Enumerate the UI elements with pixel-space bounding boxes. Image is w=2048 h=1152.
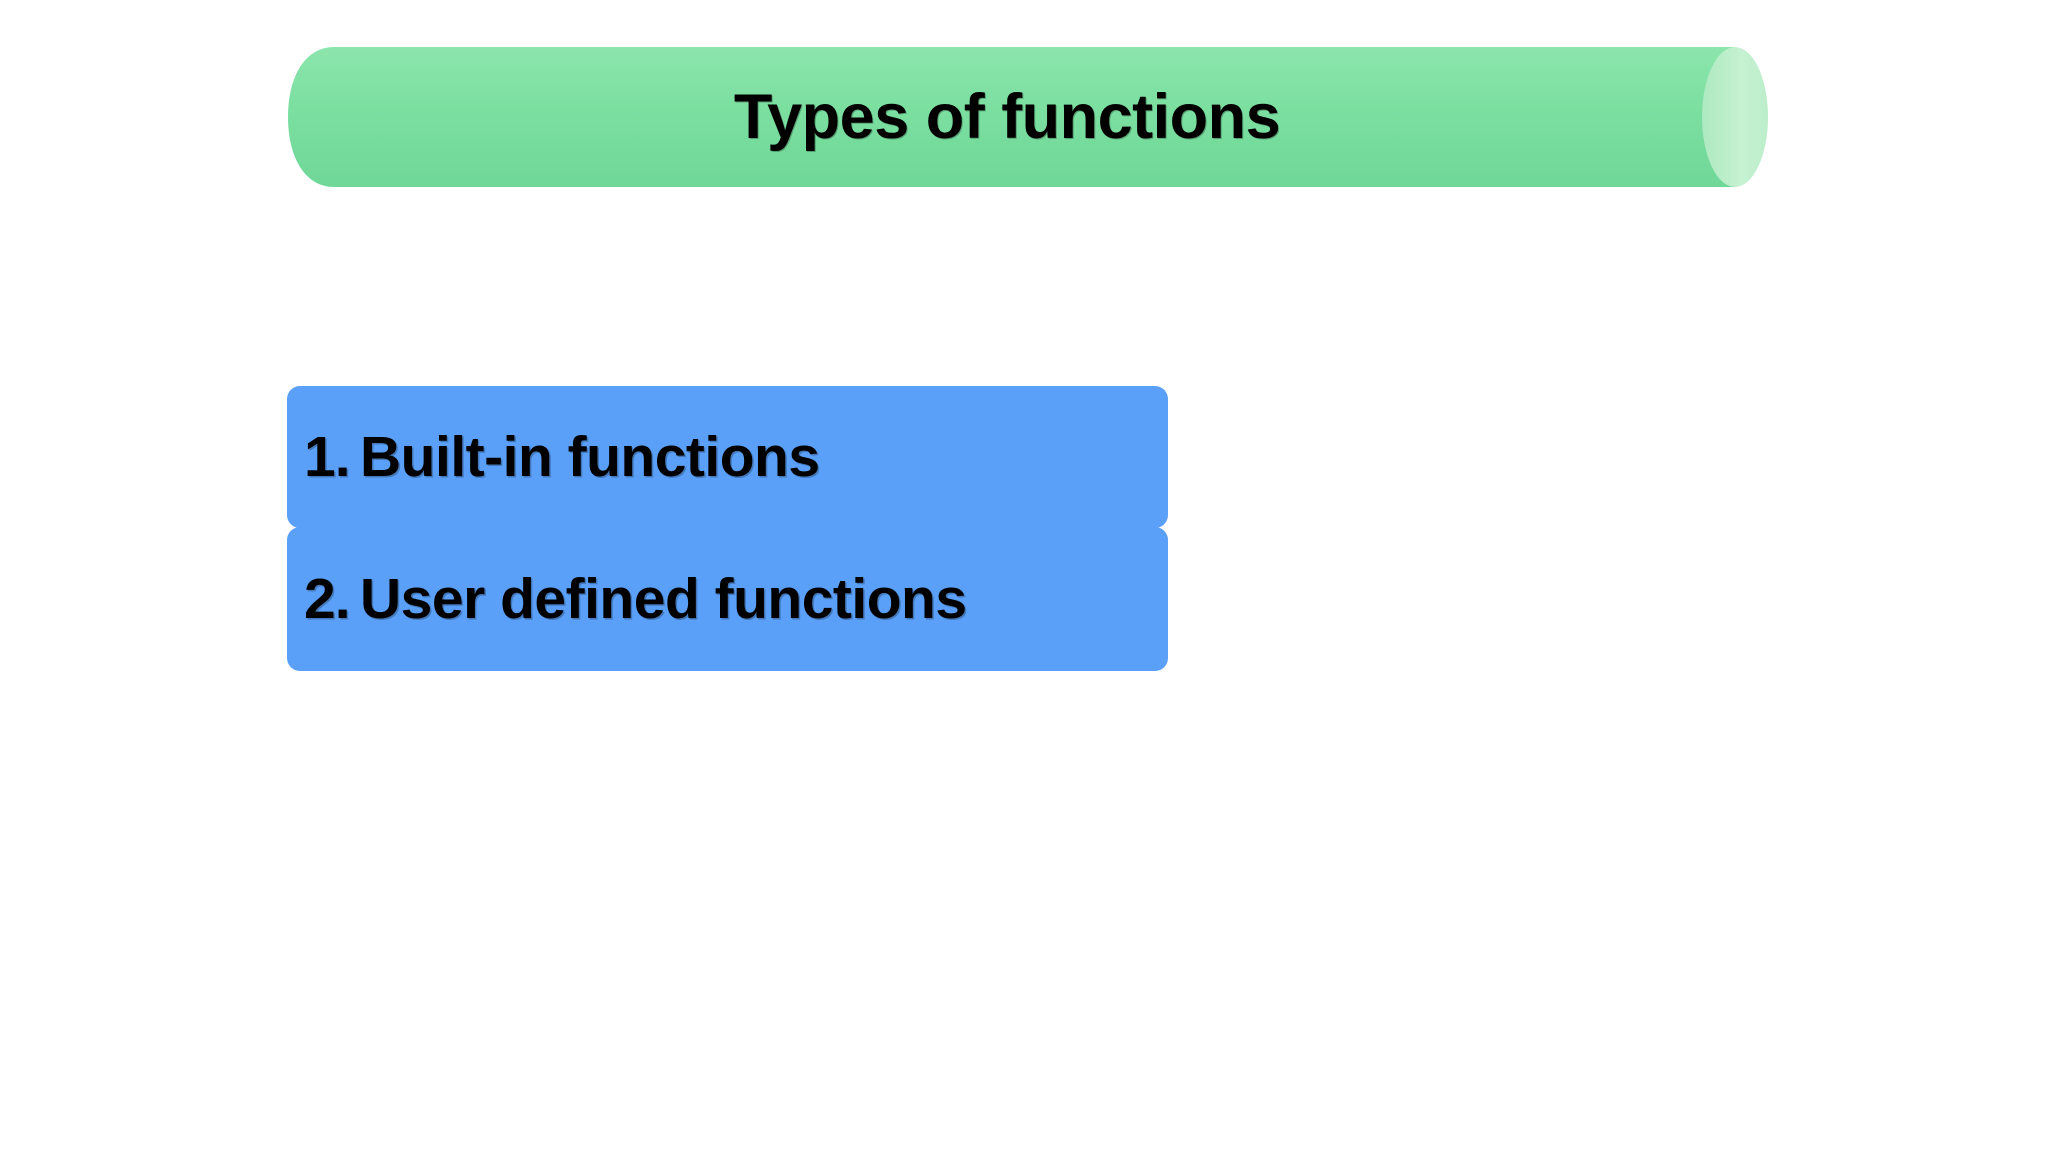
- list-item-marker: 1.: [304, 424, 351, 489]
- list-item-label: User defined functions: [360, 566, 967, 631]
- title-banner: Types of functions: [288, 47, 1768, 187]
- function-types-list: 1. Built-in functions 2. User defined fu…: [287, 386, 1168, 671]
- page-title: Types of functions: [733, 81, 1281, 152]
- cylinder-body: [288, 47, 1735, 187]
- cylinder-end-cap: [1702, 47, 1768, 187]
- list-row: 2. User defined functions: [304, 566, 967, 631]
- list-item-label: Built-in functions: [360, 424, 820, 489]
- list-item-marker: 2.: [304, 566, 351, 631]
- list-row: 1. Built-in functions: [304, 424, 820, 489]
- list-item-user-defined-functions[interactable]: 2. User defined functions: [287, 527, 1168, 671]
- cylinder-shape: [288, 47, 1768, 187]
- list-item-built-in-functions[interactable]: 1. Built-in functions: [287, 386, 1168, 528]
